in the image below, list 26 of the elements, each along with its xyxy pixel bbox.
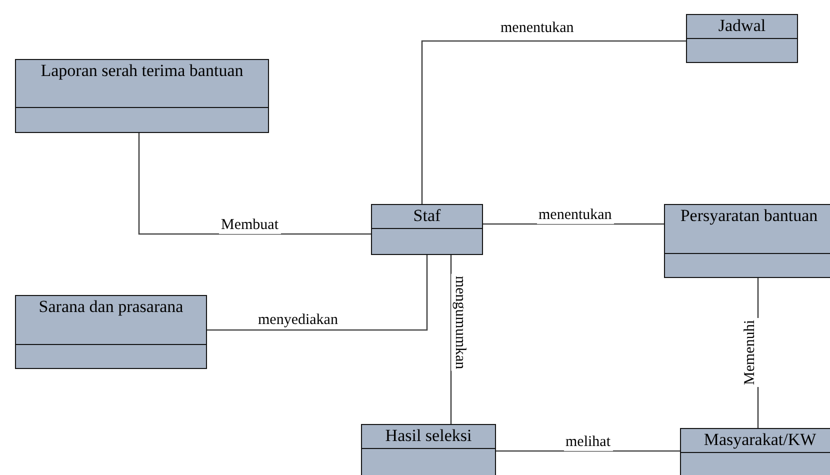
connector-line (450, 255, 452, 424)
connector-line (496, 450, 680, 452)
edge-label: Membuat (219, 216, 280, 234)
entity-box (15, 59, 269, 133)
entity-box (680, 428, 830, 475)
entity-box (664, 204, 830, 278)
connector-line (138, 133, 371, 235)
edge-label: mengumumkan (450, 273, 468, 371)
edge-label: melihat (564, 434, 612, 450)
connector-line (421, 40, 686, 204)
entity-name: Hasil seleksi (385, 426, 472, 446)
connector-line (483, 223, 664, 225)
edge-label: Memenuhi (742, 318, 758, 386)
entity-name: Persyaratan bantuan (680, 206, 818, 226)
entity-box (686, 14, 798, 63)
entity-name: Jadwal (718, 16, 766, 36)
entity-name: Sarana dan prasarana (38, 297, 184, 317)
entity-box (15, 295, 207, 369)
edge-label: menyediakan (256, 312, 340, 328)
entity-box (361, 424, 496, 475)
entity-name: Masyarakat/KW (704, 430, 816, 450)
connector-line (207, 255, 428, 331)
entity-box (371, 204, 483, 255)
entity-name: Laporan serah terima bantuan (40, 61, 244, 81)
edge-label: menentukan (536, 206, 614, 224)
entity-name: Staf (413, 206, 441, 226)
